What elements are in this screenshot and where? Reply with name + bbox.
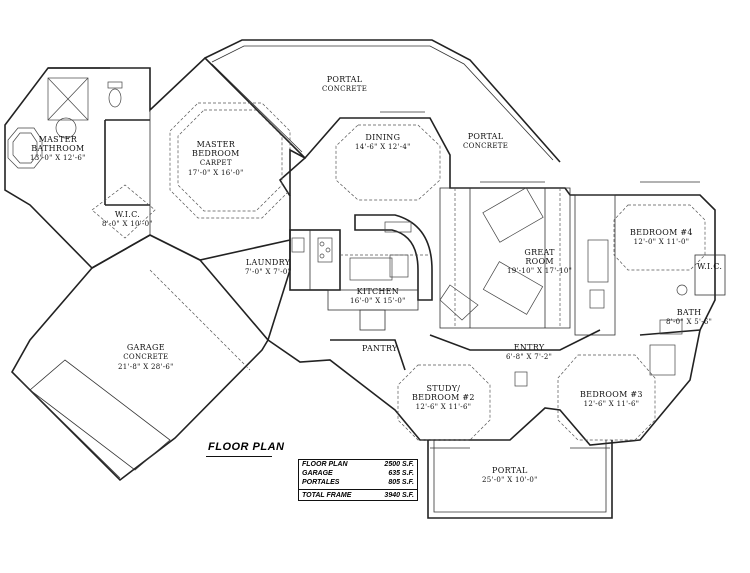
room-name: BEDROOM #4 xyxy=(630,228,693,237)
room-name: W.I.C. xyxy=(697,262,723,271)
row-value: 805 S.F. xyxy=(388,479,414,486)
room-name: GARAGE xyxy=(126,343,165,352)
room-tag: CARPET xyxy=(199,159,232,167)
room-tag: CONCRETE xyxy=(322,85,368,93)
room-size: 12'-6" X 11'-6" xyxy=(415,403,472,411)
table-row-total: TOTAL FRAME 3940 S.F. xyxy=(299,489,417,500)
room-tag: CONCRETE xyxy=(123,353,169,361)
table-row: FLOOR PLAN 2500 S.F. xyxy=(299,460,417,469)
room-size: 8'-0" X 10'-0" xyxy=(102,220,153,228)
room-size: 13'-0" X 12'-6" xyxy=(30,154,86,162)
garage-walls xyxy=(11,234,269,482)
room-wic-master: W.I.C.8'-0" X 10'-0" xyxy=(102,210,153,229)
room-name: BEDROOM #3 xyxy=(580,390,643,399)
room-name: PANTRY xyxy=(362,344,398,353)
room-name: PORTAL xyxy=(492,466,528,475)
room-name: STUDY/ BEDROOM #2 xyxy=(412,384,475,402)
row-label: GARAGE xyxy=(302,470,333,477)
room-name: ENTRY xyxy=(513,343,545,352)
room-name: MASTER BEDROOM xyxy=(192,140,240,158)
room-size: 6'-8" X 7'-2" xyxy=(506,353,553,361)
room-size: 16'-0" X 15'-0" xyxy=(350,297,406,305)
row-label: FLOOR PLAN xyxy=(302,461,348,468)
table-row: PORTALES 805 S.F. xyxy=(299,478,417,487)
room-size: 12'-6" X 11'-6" xyxy=(583,400,640,408)
room-size: 14'-6" X 12'-4" xyxy=(355,143,411,151)
plan-title: FLOOR PLAN xyxy=(208,441,285,453)
table-row: GARAGE 635 S.F. xyxy=(299,469,417,478)
room-wic-small: W.I.C. xyxy=(697,262,722,271)
room-pantry: PANTRY xyxy=(362,344,398,353)
room-name: BATH xyxy=(676,308,702,317)
row-label: PORTALES xyxy=(302,479,340,486)
room-name: W.I.C. xyxy=(114,210,141,219)
master-suite-walls xyxy=(4,56,307,269)
room-size: 17'-0" X 16'-0" xyxy=(188,169,244,177)
portal-south-outline xyxy=(427,440,613,519)
room-size: 25'-0" X 10'-0" xyxy=(482,476,538,484)
room-size: 12'-0" X 11'-0" xyxy=(633,238,690,246)
room-name: PORTAL xyxy=(467,132,504,141)
room-name: MASTER BATHROOM xyxy=(31,135,85,153)
area-summary-table: FLOOR PLAN 2500 S.F. GARAGE 635 S.F. PORTA… xyxy=(298,459,418,501)
row-label: TOTAL FRAME xyxy=(302,492,352,499)
room-size: 7'-0" X 7'-0" xyxy=(245,268,292,276)
row-value: 635 S.F. xyxy=(388,470,414,477)
room-name: DINING xyxy=(365,133,401,142)
room-name: LAUNDRY xyxy=(245,258,291,267)
room-name: PORTAL xyxy=(326,75,363,84)
room-size: 19'-10" X 17'-10" xyxy=(507,267,573,275)
room-name: KITCHEN xyxy=(356,287,400,296)
portal-north-outline xyxy=(204,39,561,163)
room-size: 21'-8" X 28'-6" xyxy=(118,363,174,371)
south-wing-walls xyxy=(267,329,701,446)
plan-title-underline xyxy=(206,456,272,457)
row-value: 2500 S.F. xyxy=(384,461,414,468)
room-tag: CONCRETE xyxy=(463,142,509,150)
row-value: 3940 S.F. xyxy=(384,492,414,499)
room-name: GREAT ROOM xyxy=(524,248,555,266)
room-size: 8'-0" X 5'-6" xyxy=(666,318,713,326)
